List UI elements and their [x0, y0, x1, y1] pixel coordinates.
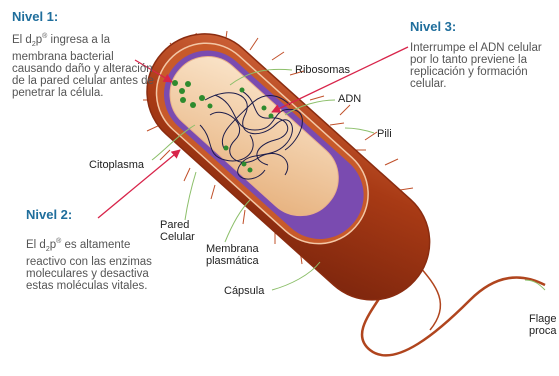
leader-pared	[185, 172, 196, 220]
label-flagelo-line2: proca	[529, 325, 557, 337]
nivel-1-text: El d2p® ingresa a la membrana bacterial …	[12, 31, 162, 99]
nivel-2-brand-pre: El d	[26, 239, 46, 251]
label-flagelo-line1: Flage	[529, 313, 557, 325]
label-flagelo: Flageproca	[529, 313, 557, 337]
nivel-1-brand-pre: El d	[12, 34, 32, 46]
label-adn: ADN	[338, 93, 361, 105]
label-pared-celular: ParedCelular	[160, 219, 195, 243]
nivel-2-text: El d2p® es altamente reactivo con las en…	[26, 236, 160, 292]
label-ribosomas: Ribosomas	[295, 64, 350, 76]
label-pared-line2: Celular	[160, 231, 195, 243]
nivel-1-title: Nivel 1:	[12, 9, 58, 24]
label-membrana-line2: plasmática	[206, 255, 259, 267]
label-pili: Pili	[377, 128, 392, 140]
nivel-3-title: Nivel 3:	[410, 19, 456, 34]
nivel-3-text: Interrumpe el ADN celular por lo tanto p…	[410, 42, 556, 90]
label-membrana-line1: Membrana	[206, 243, 259, 255]
leader-pili	[345, 128, 374, 133]
nivel-2-title: Nivel 2:	[26, 207, 72, 222]
label-citoplasma: Citoplasma	[89, 159, 144, 171]
label-capsula: Cápsula	[224, 285, 264, 297]
label-membrana-plasmatica: Membranaplasmática	[206, 243, 259, 267]
label-pared-line1: Pared	[160, 219, 189, 231]
